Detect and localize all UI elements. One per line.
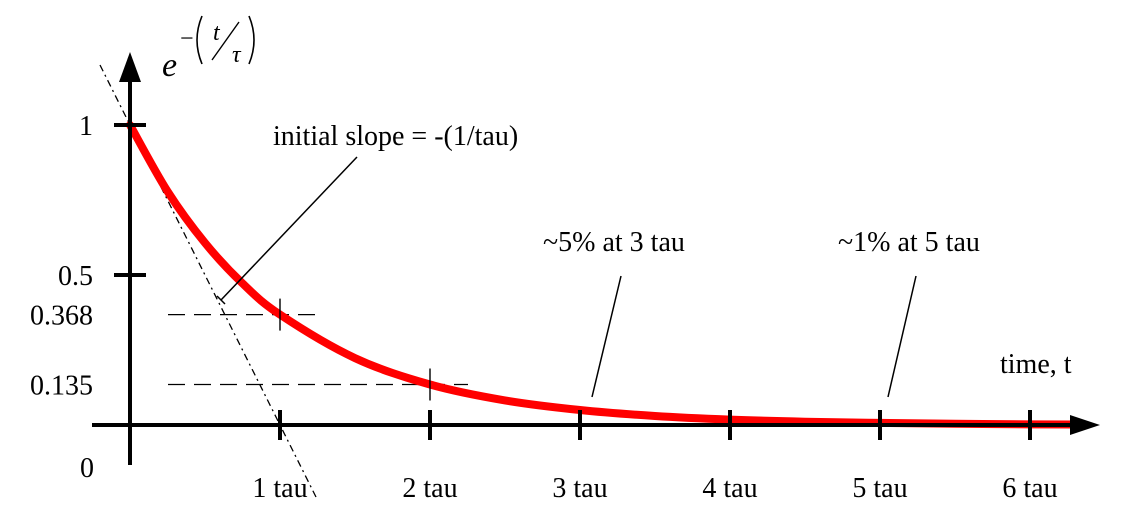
ylabel-numerator: t — [213, 20, 221, 46]
x-axis-label: time, t — [1000, 349, 1072, 380]
annotation-1pct: ~1% at 5 tau — [838, 227, 980, 258]
x-tick-label-5: 5 tau — [852, 473, 907, 504]
axes — [92, 52, 1100, 465]
leader-initial-slope-end — [216, 295, 226, 305]
x-axis-arrow — [1070, 415, 1100, 435]
decay-curve — [126, 121, 1079, 429]
ylabel-left-paren — [196, 15, 203, 65]
tangent-line — [99, 64, 319, 501]
y-tick-label-2: 0.5 — [58, 261, 93, 292]
reference-point-marks — [279, 298, 431, 401]
leader-5pct — [591, 275, 622, 398]
y-axis-label: e − t τ — [162, 15, 255, 84]
ylabel-right-paren — [248, 15, 255, 65]
leader-1pct — [887, 275, 917, 398]
ylabel-base: e — [162, 47, 177, 84]
decay-curve-line — [126, 121, 1079, 429]
y-tick-label-3: 0.368 — [30, 301, 93, 332]
ylabel-slash — [211, 21, 240, 61]
ticks — [114, 123, 1032, 440]
y-tick-label-1: 1 — [79, 111, 93, 142]
origin-label: 0 — [80, 453, 94, 484]
x-tick-label-4: 4 tau — [702, 473, 757, 504]
x-tick-label-3: 3 tau — [552, 473, 607, 504]
ylabel-minus: − — [180, 26, 194, 52]
guide-lines — [168, 313, 468, 386]
annotation-leaders — [216, 156, 917, 398]
leader-initial-slope — [220, 156, 358, 301]
y-axis-arrow — [119, 52, 141, 82]
initial-slope-tangent — [99, 64, 319, 501]
tick-labels: 1 tau 2 tau 3 tau 4 tau 5 tau 6 tau 1 0.5 0.368 0… — [30, 111, 1058, 504]
annotation-5pct: ~5% at 3 tau — [543, 227, 685, 258]
y-tick-label-4: 0.135 — [30, 371, 93, 402]
x-tick-label-6: 6 tau — [1002, 473, 1057, 504]
x-tick-label-2: 2 tau — [402, 473, 457, 504]
ylabel-denominator: τ — [232, 42, 242, 68]
x-tick-label-1: 1 tau — [252, 473, 307, 504]
annotation-initial-slope: initial slope = -(1/tau) — [273, 121, 518, 152]
